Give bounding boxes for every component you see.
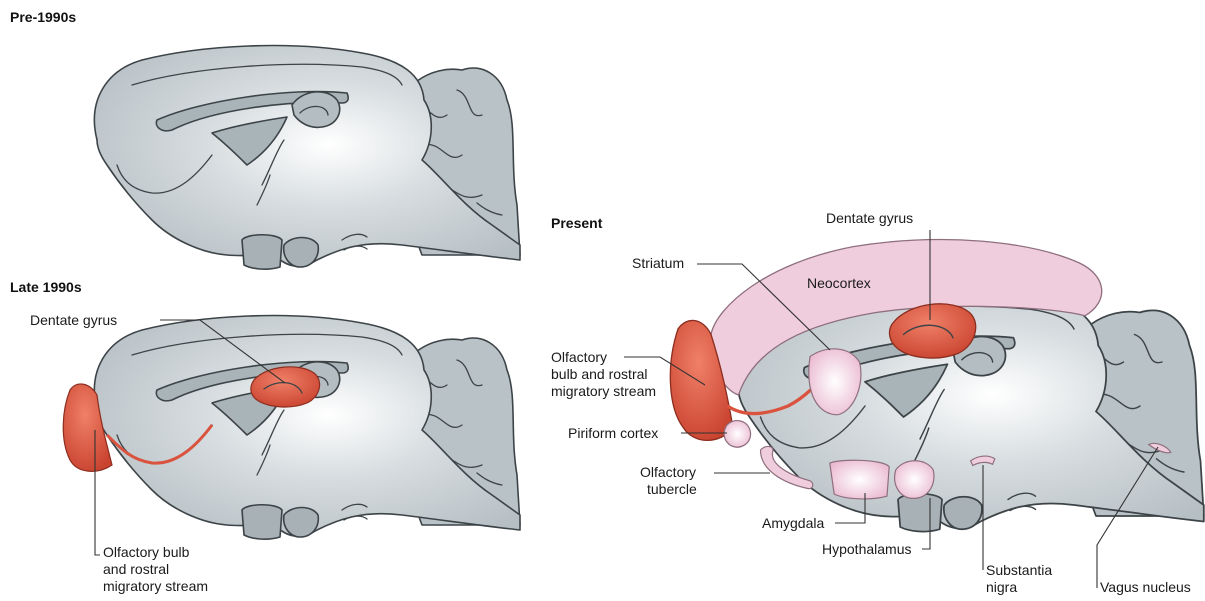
label-piriform: Piriform cortex <box>568 425 658 441</box>
brain-present <box>670 240 1203 532</box>
label-olfactory-late-line2: and rostral <box>103 561 169 577</box>
panel-title-pre1990: Pre-1990s <box>10 9 76 25</box>
label-tubercle-line1: Olfactory <box>640 464 696 480</box>
label-dentate-late: Dentate gyrus <box>30 312 117 328</box>
label-amygdala: Amygdala <box>762 515 824 531</box>
label-olfactory-present-line1: Olfactory <box>551 349 607 365</box>
label-olfactory-late-line1: Olfactory bulb <box>103 544 190 560</box>
label-tubercle-line2: tubercle <box>647 481 697 497</box>
label-dentate-present: Dentate gyrus <box>826 210 913 226</box>
label-olfactory-present-line2: bulb and rostral <box>551 366 648 382</box>
panel-title-present: Present <box>551 215 603 231</box>
piriform-region <box>724 421 750 448</box>
brain-late1990 <box>63 316 520 540</box>
label-olfactory-late-line3: migratory stream <box>103 578 208 594</box>
amygdala-region <box>830 460 889 499</box>
panel-title-late1990: Late 1990s <box>10 279 82 295</box>
hypothalamus-region <box>895 461 934 499</box>
label-striatum: Striatum <box>632 255 684 271</box>
label-neocortex: Neocortex <box>807 275 871 291</box>
label-substantia-line2: nigra <box>986 579 1017 595</box>
label-hypothalamus: Hypothalamus <box>822 541 912 557</box>
label-substantia-line1: Substantia <box>986 562 1052 578</box>
brain-pre1990 <box>94 46 520 270</box>
label-vagus: Vagus nucleus <box>1100 579 1191 595</box>
label-olfactory-present-line3: migratory stream <box>551 383 656 399</box>
